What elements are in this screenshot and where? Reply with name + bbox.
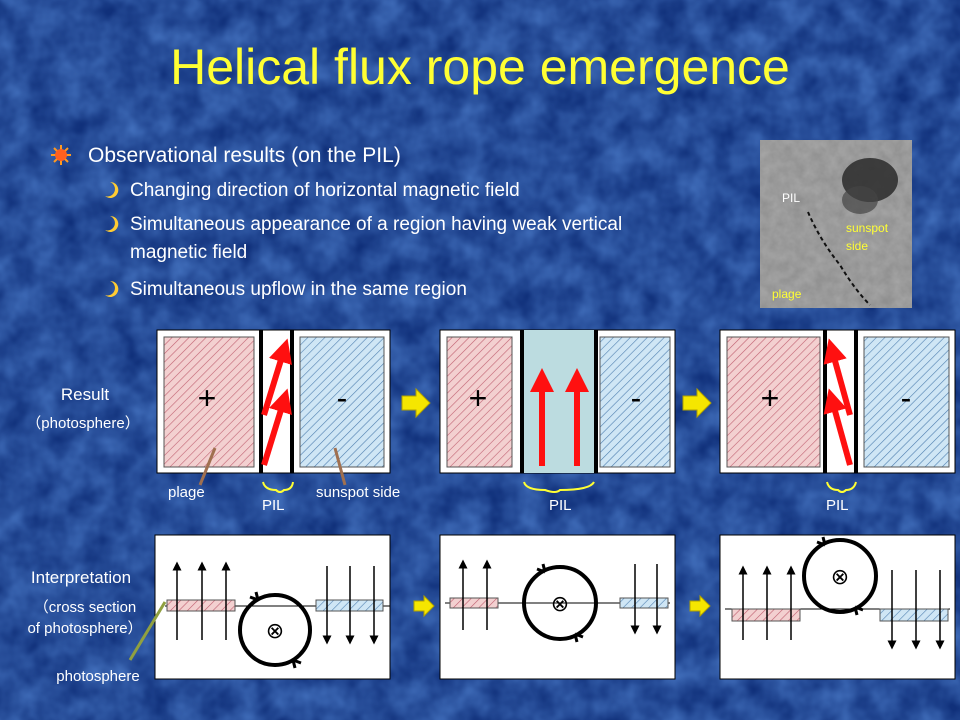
inset-side-label: side	[846, 239, 868, 253]
photosphere-pointer	[128, 601, 167, 661]
result-sub-label: （photosphere）	[26, 415, 140, 432]
interpretation-sub-1: （cross section	[33, 599, 137, 616]
interpretation-sub-2: of photosphere）	[27, 620, 143, 637]
negative-sign: -	[337, 380, 348, 416]
flux-rope-loop	[802, 538, 878, 614]
interpretation-panel-3: ⊗	[719, 534, 956, 680]
positive-sign: +	[198, 380, 217, 416]
into-page-icon: ⊗	[266, 619, 284, 644]
pil-brace	[262, 481, 294, 493]
positive-sign: +	[469, 380, 488, 416]
field-arrow	[823, 338, 853, 416]
bullet-sub-1: Changing direction of horizontal magneti…	[130, 180, 520, 201]
pil-label-1: PIL	[262, 497, 285, 514]
result-label: Result	[60, 385, 110, 404]
inset-magnetogram-image: PIL sunspot side plage	[760, 140, 912, 308]
bullet-sub-3: Simultaneous upflow in the same region	[130, 279, 467, 300]
positive-sign: +	[761, 380, 780, 416]
photosphere-label: photosphere	[56, 668, 140, 685]
result-panel-2: + -	[439, 329, 676, 493]
sunspot-pointer	[333, 447, 347, 486]
plage-pointer	[198, 447, 217, 486]
sun-icon	[51, 145, 71, 165]
result-panel-3: + -	[719, 329, 956, 493]
into-page-icon: ⊗	[551, 592, 569, 617]
field-arrow	[261, 338, 292, 416]
right-arrow-icon	[401, 387, 712, 618]
inset-pil-label: PIL	[782, 191, 800, 205]
flux-rope-loop	[238, 593, 312, 667]
pil-brace	[826, 481, 857, 493]
inset-sunspot-label: sunspot	[846, 221, 889, 235]
into-page-icon: ⊗	[831, 565, 849, 590]
plage-label: plage	[168, 484, 205, 501]
result-panel-1: + -	[156, 329, 391, 493]
bullet-sub-2: Simultaneous appearance of a region havi…	[130, 214, 623, 235]
negative-sign: -	[901, 380, 912, 416]
crescent-moon-icon	[105, 181, 119, 198]
slide-title: Helical flux rope emergence	[170, 39, 790, 95]
interpretation-panel-1: ⊗	[128, 534, 391, 680]
interpretation-label: Interpretation	[30, 568, 132, 587]
pil-label-3: PIL	[826, 497, 849, 514]
inset-plage-label: plage	[772, 287, 802, 301]
bullet-main: Observational results (on the PIL)	[88, 144, 401, 167]
field-arrow	[261, 388, 292, 466]
sunspot-side-label: sunspot side	[316, 484, 401, 501]
interpretation-panel-2: ⊗	[439, 534, 676, 680]
negative-sign: -	[631, 380, 642, 416]
bullet-sub-2-cont: magnetic field	[130, 242, 248, 263]
crescent-moon-icon	[105, 215, 119, 232]
pil-brace	[523, 481, 595, 493]
flux-rope-loop	[522, 565, 598, 641]
pil-label-2: PIL	[549, 497, 572, 514]
crescent-moon-icon	[105, 280, 119, 297]
field-arrow	[823, 388, 853, 466]
